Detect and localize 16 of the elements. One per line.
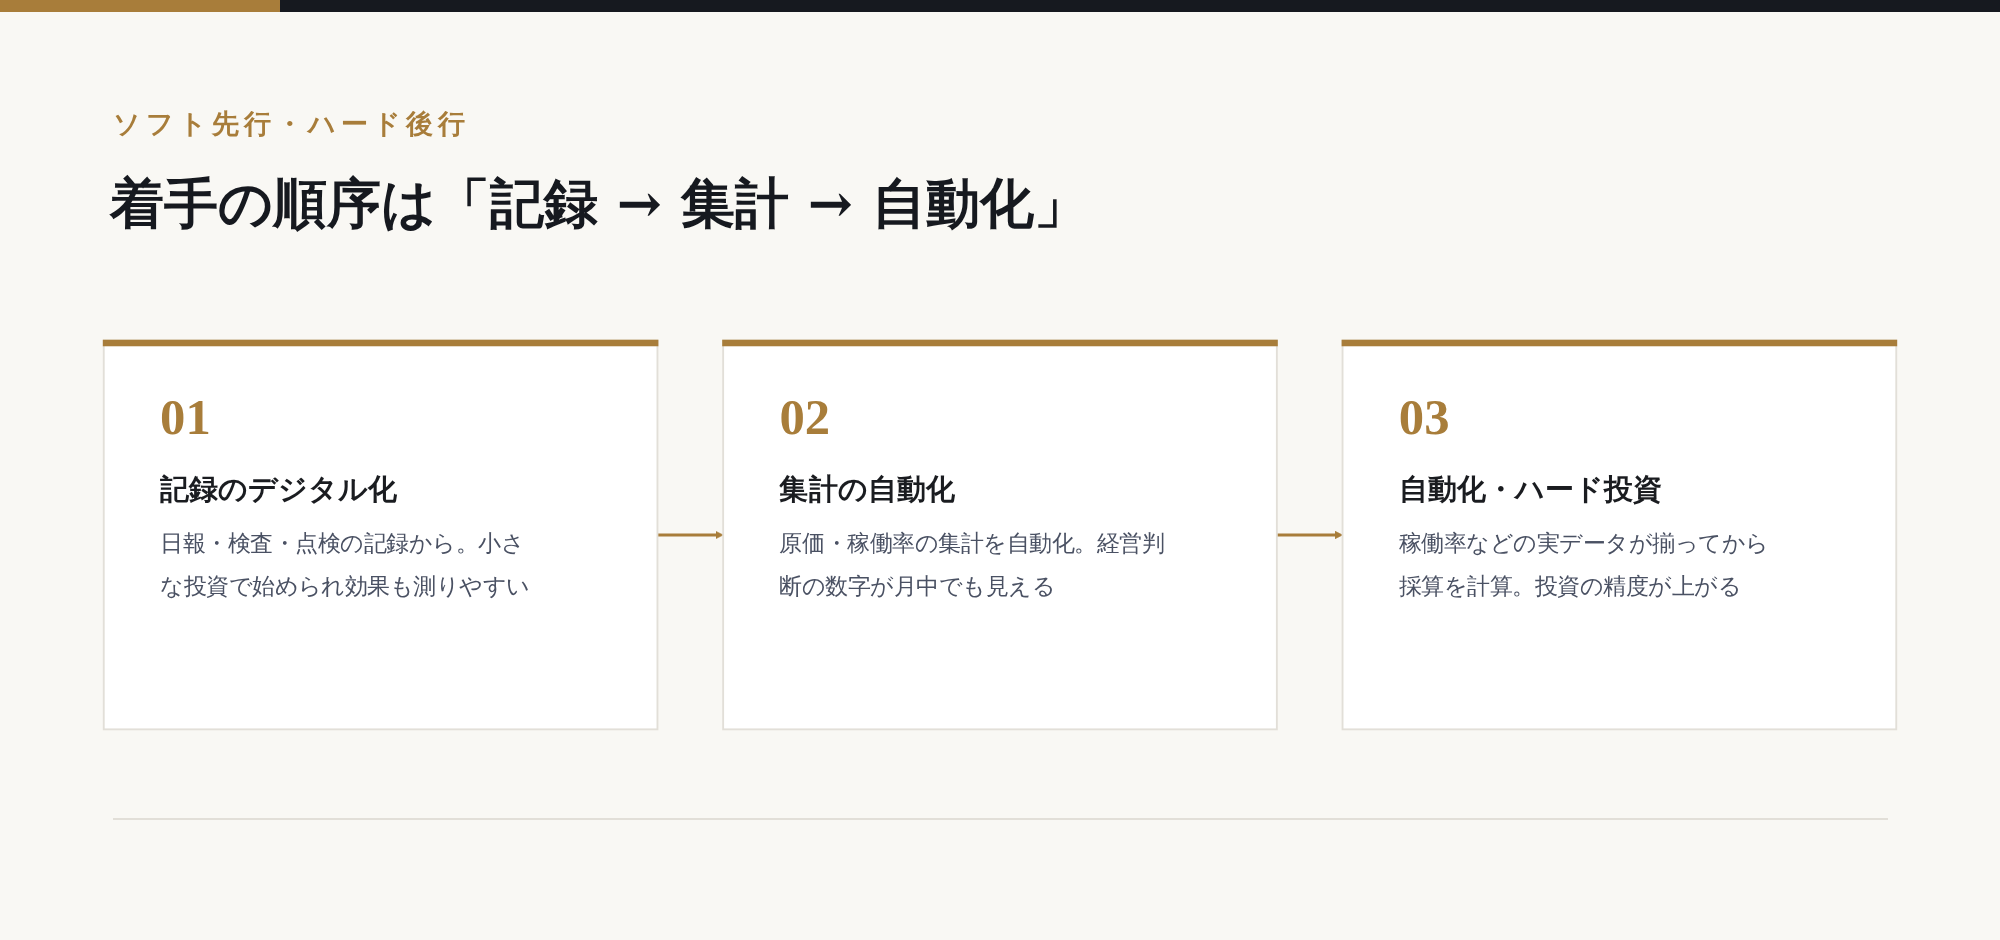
- arrow: [1276, 530, 1343, 540]
- step-number: 02: [779, 388, 832, 448]
- title: 着手の順序は「記録 → 集計 → 自動化」: [110, 170, 1088, 237]
- step-card: [1341, 339, 1898, 731]
- step-description: 稼働率などの実データが揃ってから採算を計算。投資の精度が上がる: [1398, 529, 1770, 602]
- step-card: [722, 339, 1278, 731]
- step-heading: 記録のデジタル化: [160, 470, 399, 508]
- step-description: 原価・稼働率の集計を自動化。経営判断の数字が月中でも見える: [779, 529, 1166, 602]
- kicker-text: ソフト先行・ハード後行: [113, 107, 470, 141]
- step-description: 日報・検査・点検の記録から。小さな投資で始められ効果も測りやすい: [160, 529, 531, 602]
- arrow: [657, 530, 724, 540]
- step-heading: 集計の自動化: [779, 470, 956, 508]
- step-number: 01: [160, 388, 212, 448]
- step-heading: 自動化・ハード投資: [1398, 470, 1664, 508]
- step-number: 03: [1398, 388, 1451, 448]
- step-card: [102, 339, 659, 731]
